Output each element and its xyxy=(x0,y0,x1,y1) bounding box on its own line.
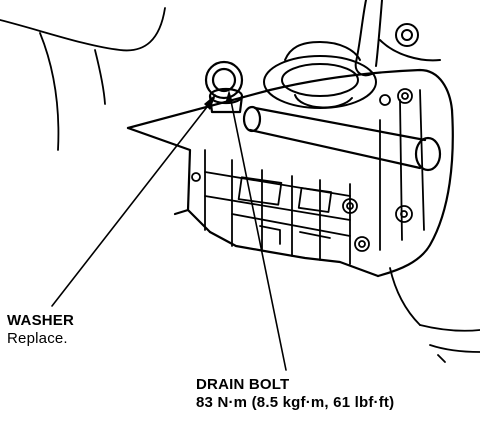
leader-lines xyxy=(51,95,287,371)
shaft-tube xyxy=(242,105,442,172)
washer-title: WASHER xyxy=(7,312,75,329)
housing-outline xyxy=(126,68,454,278)
drain-bolt-arrowhead xyxy=(225,90,233,104)
washer-callout: WASHER Replace. xyxy=(7,312,74,348)
housing-bolts xyxy=(191,88,413,252)
washer-arrowhead xyxy=(204,94,216,110)
lower-mount-outline xyxy=(389,267,480,363)
housing-ribs xyxy=(204,89,425,265)
gear-cap xyxy=(263,41,377,109)
drain-bolt-leader xyxy=(229,95,287,371)
drain-bolt-title: DRAIN BOLT xyxy=(196,376,290,393)
washer-note: Replace. xyxy=(7,330,68,347)
washer-leader xyxy=(51,97,215,307)
top-bracket xyxy=(354,0,441,77)
drain-bolt-callout: DRAIN BOLT 83 N·m (8.5 kgf·m, 61 lbf·ft) xyxy=(196,376,394,412)
upper-outline xyxy=(0,7,166,151)
arrowheads xyxy=(204,90,233,110)
drain-bolt-torque: 83 N·m (8.5 kgf·m, 61 lbf·ft) xyxy=(196,394,395,411)
